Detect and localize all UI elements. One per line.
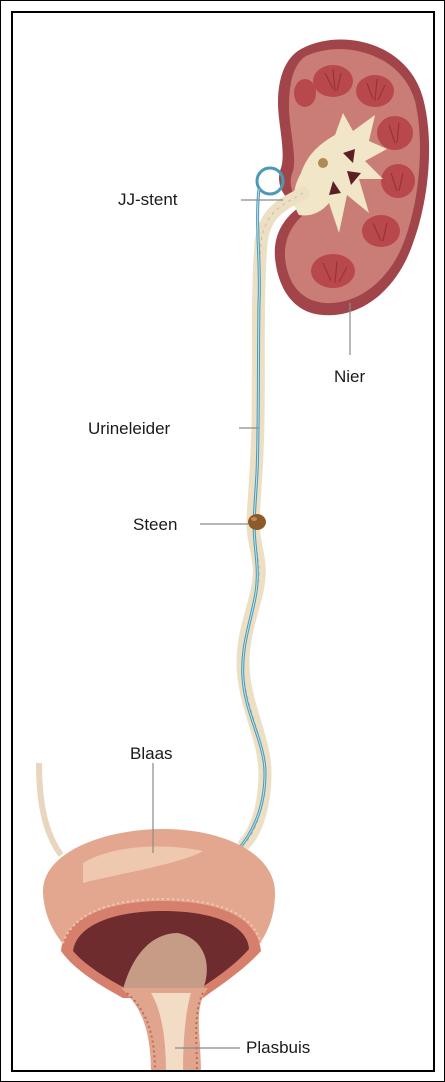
diagram-panel: JJ-stent Nier Urineleider Steen Blaas Pl… [11, 11, 435, 1072]
urethra [121, 988, 208, 1072]
label-nier: Nier [334, 367, 365, 387]
label-jj-stent: JJ-stent [118, 190, 178, 210]
stent-upper-coil [257, 168, 283, 194]
label-steen: Steen [133, 515, 177, 535]
renal-pelvis-opening [318, 158, 328, 168]
kidney [275, 40, 429, 316]
label-plasbuis: Plasbuis [246, 1038, 310, 1058]
left-ureter-stub [39, 763, 61, 855]
urinary-tract-illustration [13, 13, 435, 1072]
kidney-stone [248, 514, 266, 530]
label-blaas: Blaas [130, 744, 173, 764]
bladder [39, 763, 275, 998]
stone-highlight [251, 517, 257, 521]
label-urineleider: Urineleider [88, 419, 170, 439]
